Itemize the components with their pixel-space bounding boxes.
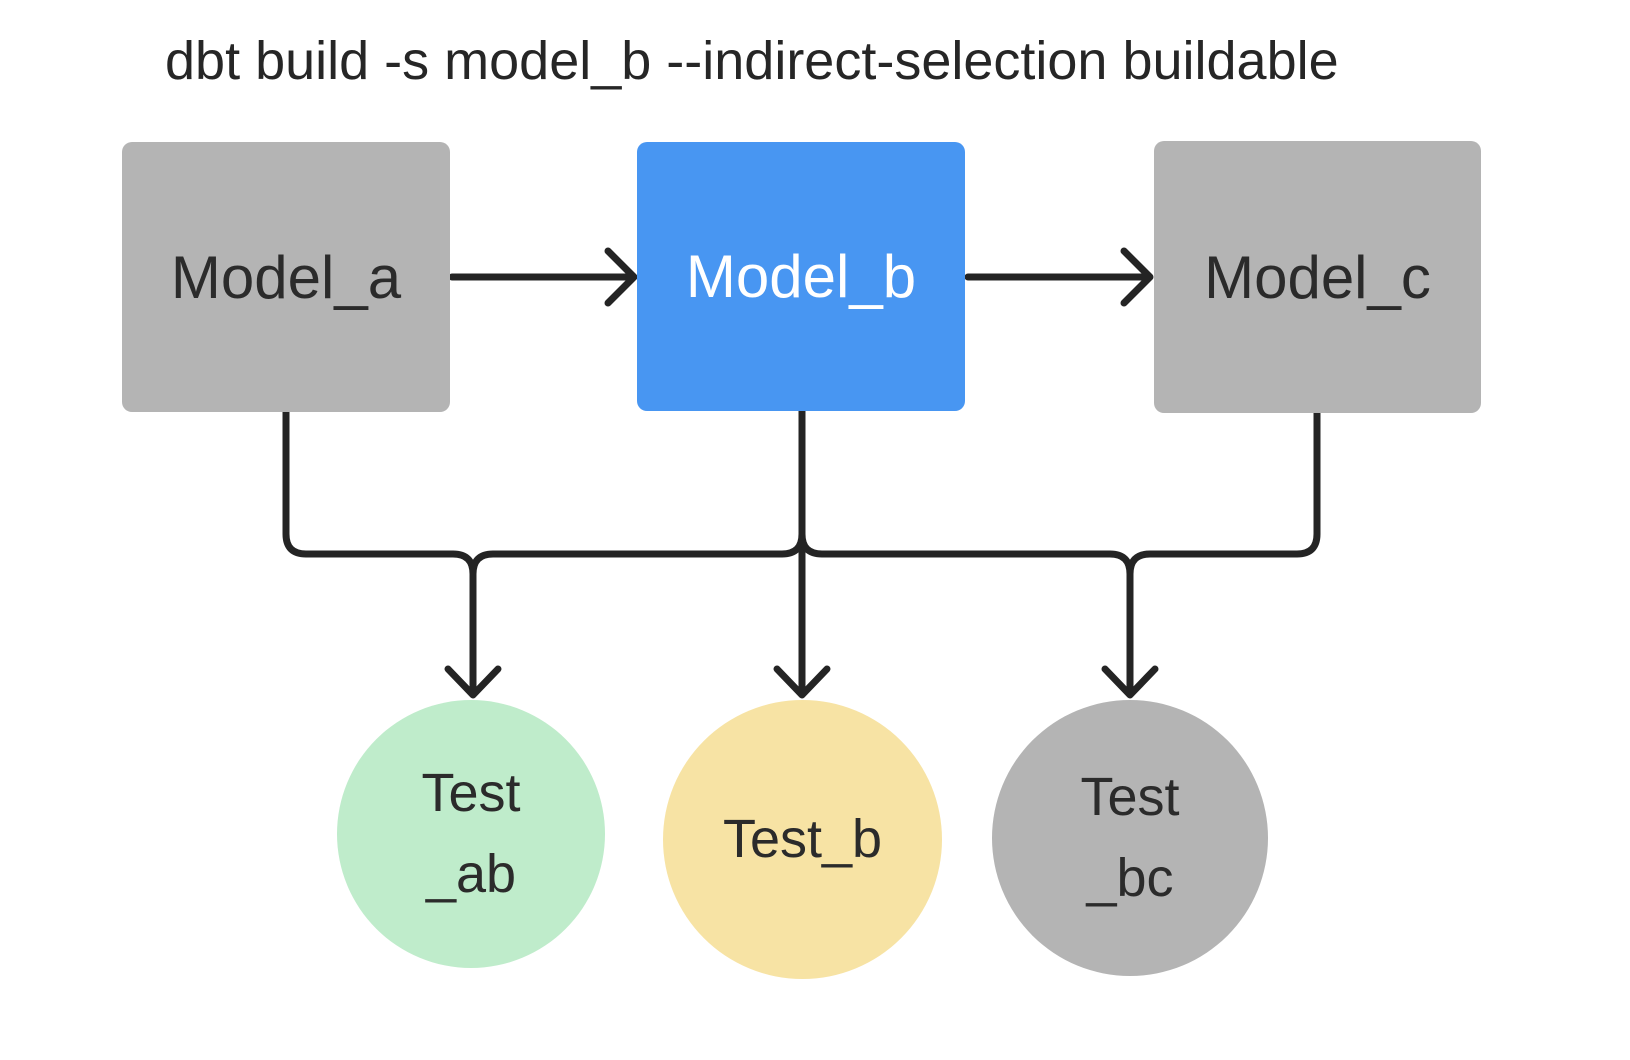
node-test-bc-label-line1: Test [1080,767,1180,827]
node-test-bc: Test _bc [992,700,1268,976]
arrowhead-test-b-icon [773,665,831,699]
node-test-b: Test_b [663,700,942,979]
node-model-c-label: Model_c [1204,243,1431,311]
node-model-c: Model_c [1154,141,1481,413]
edge-model-c-to-test-bc [1126,409,1321,578]
node-model-a: Model_a [122,142,450,412]
node-test-ab: Test _ab [337,700,605,968]
arrowhead-test-ab-icon [444,665,502,699]
node-model-b: Model_b [637,142,965,411]
node-test-ab-label-line2: _ab [425,844,517,904]
edge-model-a-to-test-ab [282,408,477,578]
arrowhead-test-bc-icon [1101,665,1159,699]
node-model-b-label: Model_b [685,243,917,310]
node-model-a-label: Model_a [170,243,402,311]
edge-model-b-to-test-bc [798,530,1134,578]
node-test-bc-label-line2: _bc [1086,848,1174,908]
edge-model-b-to-test-ab [469,530,806,578]
node-test-ab-label-line1: Test [421,763,521,823]
diagram-title: dbt build -s model_b --indirect-selectio… [165,31,1339,91]
arrowhead-model-c-icon [1120,247,1154,307]
arrowhead-model-b-icon [604,247,638,307]
node-test-b-label: Test_b [722,809,883,869]
